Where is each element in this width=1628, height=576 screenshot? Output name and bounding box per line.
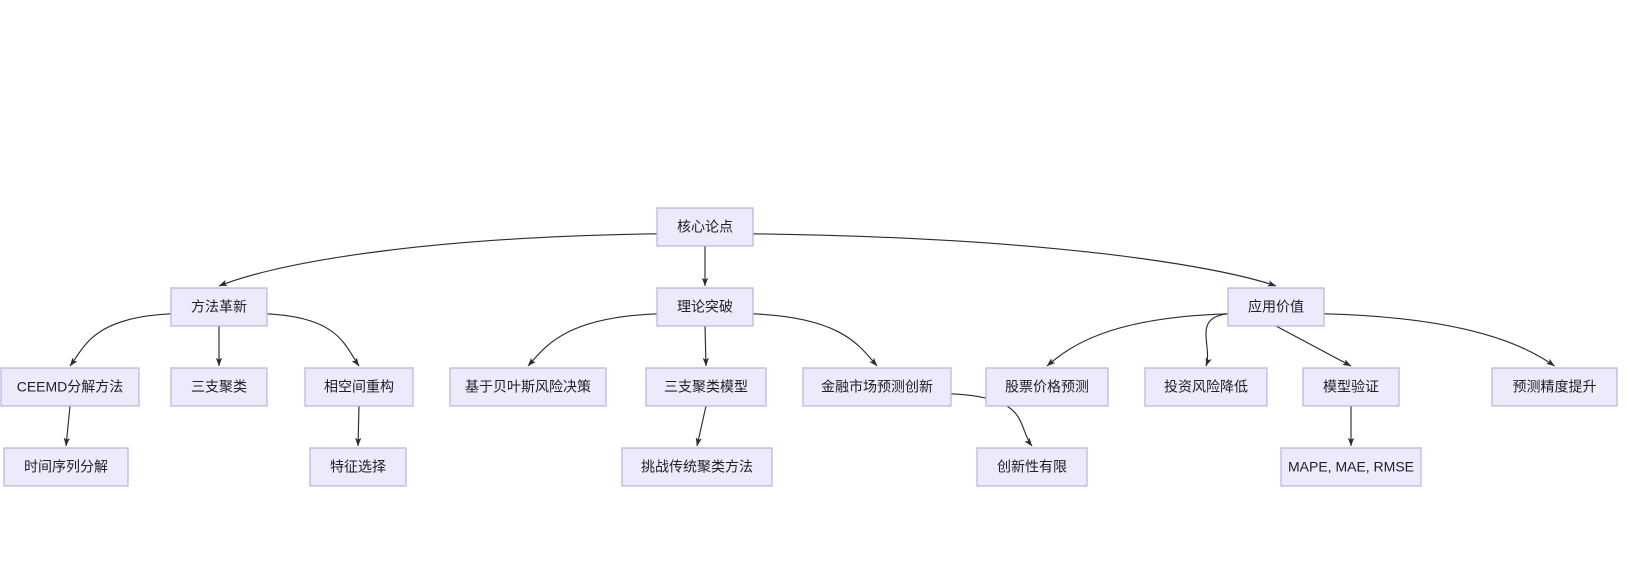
node-l3a[interactable]: 时间序列分解 [3, 447, 129, 487]
node-label: 特征选择 [330, 459, 386, 475]
node-box[interactable] [802, 367, 952, 407]
node-l2i[interactable]: 模型验证 [1302, 367, 1400, 407]
node-box[interactable] [1491, 367, 1618, 407]
node-l2g[interactable]: 股票价格预测 [985, 367, 1109, 407]
edge-root-to-l1a [218, 233, 658, 287]
node-label: 股票价格预测 [1005, 379, 1089, 395]
node-l2d[interactable]: 基于贝叶斯风险决策 [449, 367, 607, 407]
node-box[interactable] [985, 367, 1109, 407]
edge-root-to-l1c [752, 233, 1277, 287]
node-l2j[interactable]: 预测精度提升 [1491, 367, 1618, 407]
edge-l1a-to-l2a [69, 313, 172, 367]
node-label: 相空间重构 [324, 379, 394, 395]
edges-layer [63, 233, 1555, 447]
node-label: 预测精度提升 [1513, 379, 1597, 395]
node-box[interactable] [1144, 367, 1268, 407]
node-l2e[interactable]: 三支聚类模型 [645, 367, 767, 407]
node-box[interactable] [656, 287, 754, 327]
edge-l1c-to-l2i [1275, 325, 1352, 367]
node-box[interactable] [1227, 287, 1325, 327]
edge-l2e-to-l3c [695, 405, 707, 447]
node-box[interactable] [304, 367, 414, 407]
node-box[interactable] [0, 367, 140, 407]
node-label: 应用价值 [1248, 299, 1304, 315]
node-label: 方法革新 [191, 299, 247, 315]
node-l3d[interactable]: 创新性有限 [976, 447, 1088, 487]
node-l2a[interactable]: CEEMD分解方法 [0, 367, 140, 407]
node-l2b[interactable]: 三支聚类 [170, 367, 268, 407]
node-label: 金融市场预测创新 [821, 379, 933, 395]
node-l2c[interactable]: 相空间重构 [304, 367, 414, 407]
node-label: 核心论点 [677, 219, 733, 235]
node-label: 三支聚类模型 [664, 379, 748, 395]
node-box[interactable] [1302, 367, 1400, 407]
node-box[interactable] [309, 447, 407, 487]
edge-l1c-to-l2h [1205, 313, 1229, 367]
node-l3b[interactable]: 特征选择 [309, 447, 407, 487]
node-l1a[interactable]: 方法革新 [170, 287, 268, 327]
edge-l1b-to-l2d [527, 313, 658, 367]
node-box[interactable] [3, 447, 129, 487]
edge-l1b-to-l2f [752, 313, 878, 367]
node-label: CEEMD分解方法 [17, 379, 124, 395]
edge-l2f-to-l3d [950, 393, 1033, 447]
node-l1c[interactable]: 应用价值 [1227, 287, 1325, 327]
node-box[interactable] [170, 367, 268, 407]
node-label: 基于贝叶斯风险决策 [465, 379, 591, 395]
node-root[interactable]: 核心论点 [656, 207, 754, 247]
node-box[interactable] [449, 367, 607, 407]
node-box[interactable] [1280, 447, 1422, 487]
edge-l2c-to-l3b [355, 405, 362, 447]
node-box[interactable] [656, 207, 754, 247]
edge-l1c-to-l2j [1323, 313, 1555, 367]
node-l2h[interactable]: 投资风险降低 [1144, 367, 1268, 407]
node-label: 时间序列分解 [24, 459, 108, 475]
edge-l2a-to-l3a [63, 405, 71, 447]
node-label: 三支聚类 [191, 379, 247, 395]
node-l3c[interactable]: 挑战传统聚类方法 [621, 447, 773, 487]
node-l1b[interactable]: 理论突破 [656, 287, 754, 327]
node-l3e[interactable]: MAPE, MAE, RMSE [1280, 447, 1422, 487]
node-label: MAPE, MAE, RMSE [1288, 459, 1414, 475]
node-label: 挑战传统聚类方法 [641, 459, 753, 475]
node-label: 投资风险降低 [1164, 379, 1248, 395]
node-box[interactable] [976, 447, 1088, 487]
edge-l1b-to-l2e [702, 325, 709, 367]
node-label: 模型验证 [1323, 379, 1379, 395]
edge-l1a-to-l2c [266, 313, 360, 367]
node-box[interactable] [170, 287, 268, 327]
node-box[interactable] [621, 447, 773, 487]
node-label: 理论突破 [677, 299, 733, 315]
edge-l1c-to-l2g [1046, 313, 1229, 367]
node-l2f[interactable]: 金融市场预测创新 [802, 367, 952, 407]
node-label: 创新性有限 [997, 459, 1067, 475]
node-box[interactable] [645, 367, 767, 407]
